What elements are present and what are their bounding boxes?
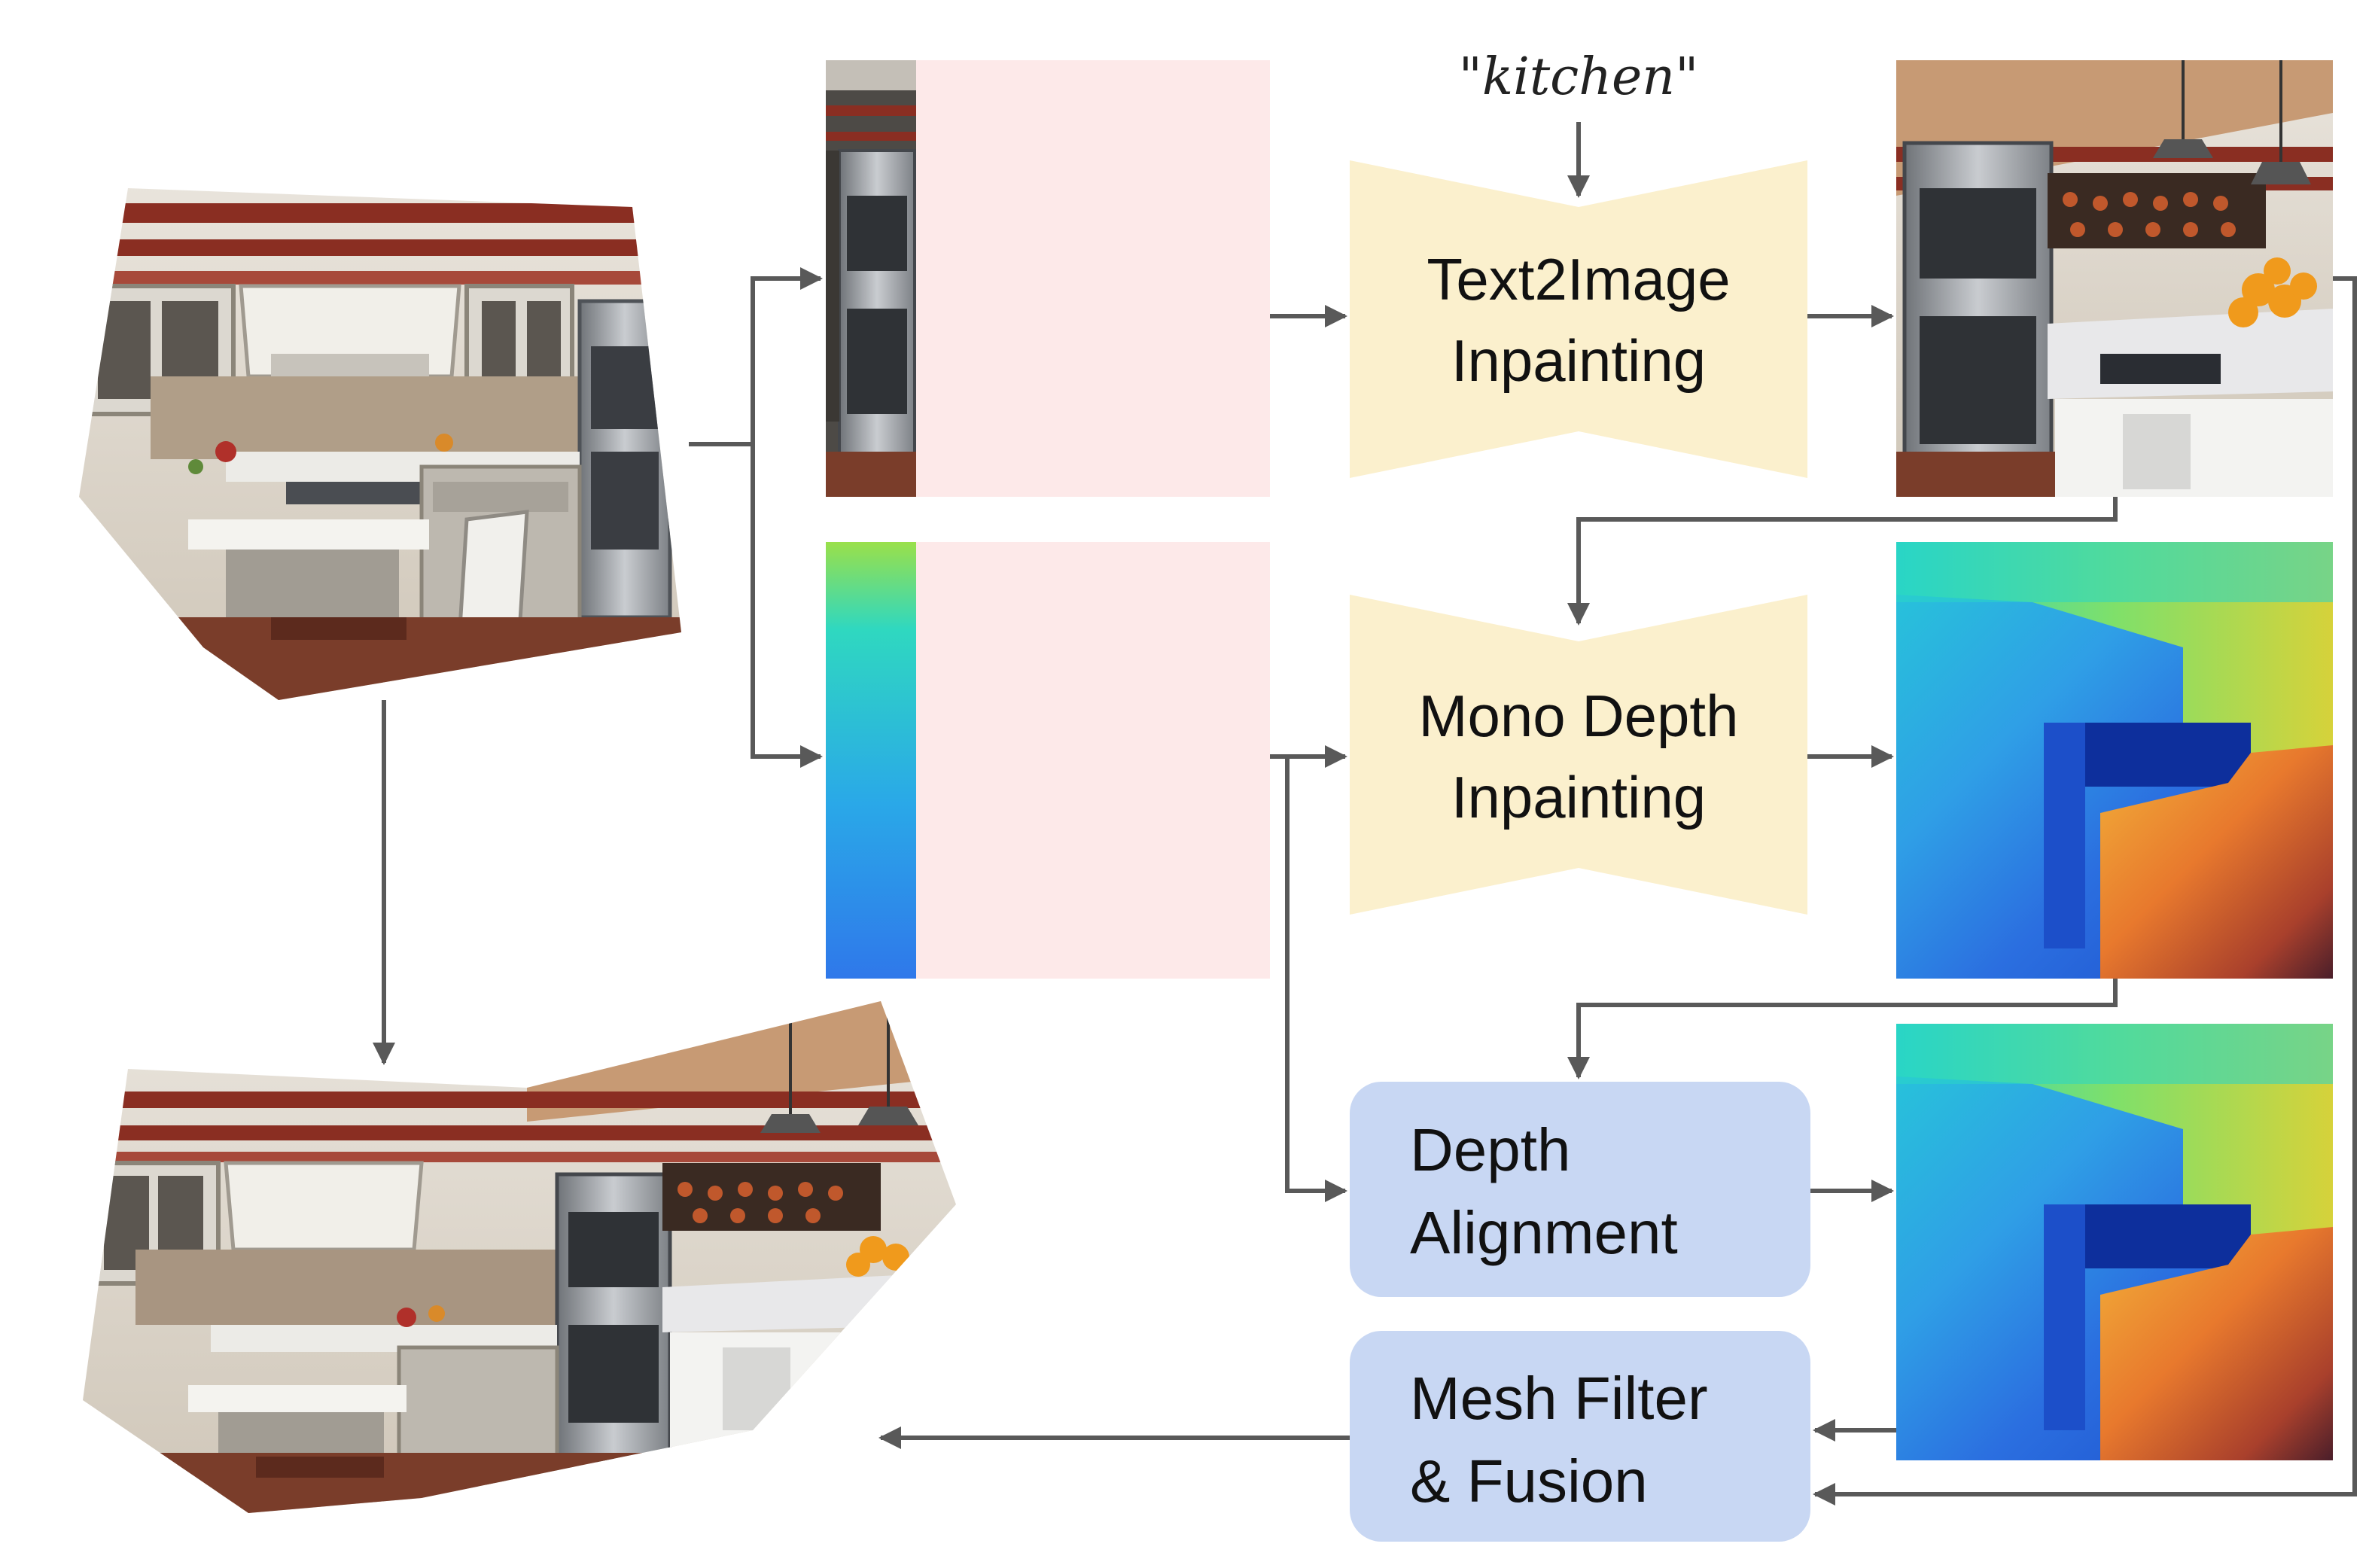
inpainted-depth-map [1896, 542, 2333, 979]
depth-alignment-title-line2: Alignment [1410, 1199, 1678, 1266]
text2image-title-line1: Text2Image [1427, 246, 1730, 312]
depth-inpaint-mask [916, 542, 1270, 979]
text2image-inpainting-module: Text2Image Inpainting [1350, 160, 1807, 478]
depth-alignment-module: Depth Alignment [1350, 1082, 1810, 1297]
mono-depth-title-line1: Mono Depth [1419, 683, 1739, 749]
arrow-depth-to-alignment [1567, 979, 2118, 1079]
text-prompt: "kitchen" [1459, 47, 1699, 107]
rgb-rendered-view [826, 60, 916, 497]
mesh-filter-title-line2: & Fusion [1410, 1448, 1648, 1515]
arrow-input-split [689, 267, 823, 446]
flow-arrows [373, 122, 2357, 1506]
depth-alignment-title-line1: Depth [1410, 1116, 1570, 1183]
text2image-title-line2: Inpainting [1451, 327, 1706, 394]
depth-rendered-view [826, 542, 916, 979]
arrow-rgb-to-mesh [1813, 276, 2357, 1506]
arrow-mask-to-alignment [1285, 757, 1347, 1202]
arrow-rgb-to-monodepth [1567, 497, 2118, 626]
aligned-depth-map [1896, 1024, 2333, 1460]
output-fused-scene [83, 1001, 956, 1513]
pendant-lamp-icon [2153, 60, 2311, 184]
inpainted-rgb-image [1896, 60, 2333, 497]
mono-depth-title-line2: Inpainting [1451, 764, 1706, 830]
mesh-filter-fusion-module: Mesh Filter & Fusion [1350, 1331, 1810, 1542]
rgb-inpaint-mask [916, 60, 1270, 497]
input-partial-scene [79, 188, 681, 700]
arrow-input-to-depth [751, 444, 823, 768]
mesh-filter-title-line1: Mesh Filter [1410, 1365, 1708, 1432]
mono-depth-inpainting-module: Mono Depth Inpainting [1350, 595, 1807, 915]
